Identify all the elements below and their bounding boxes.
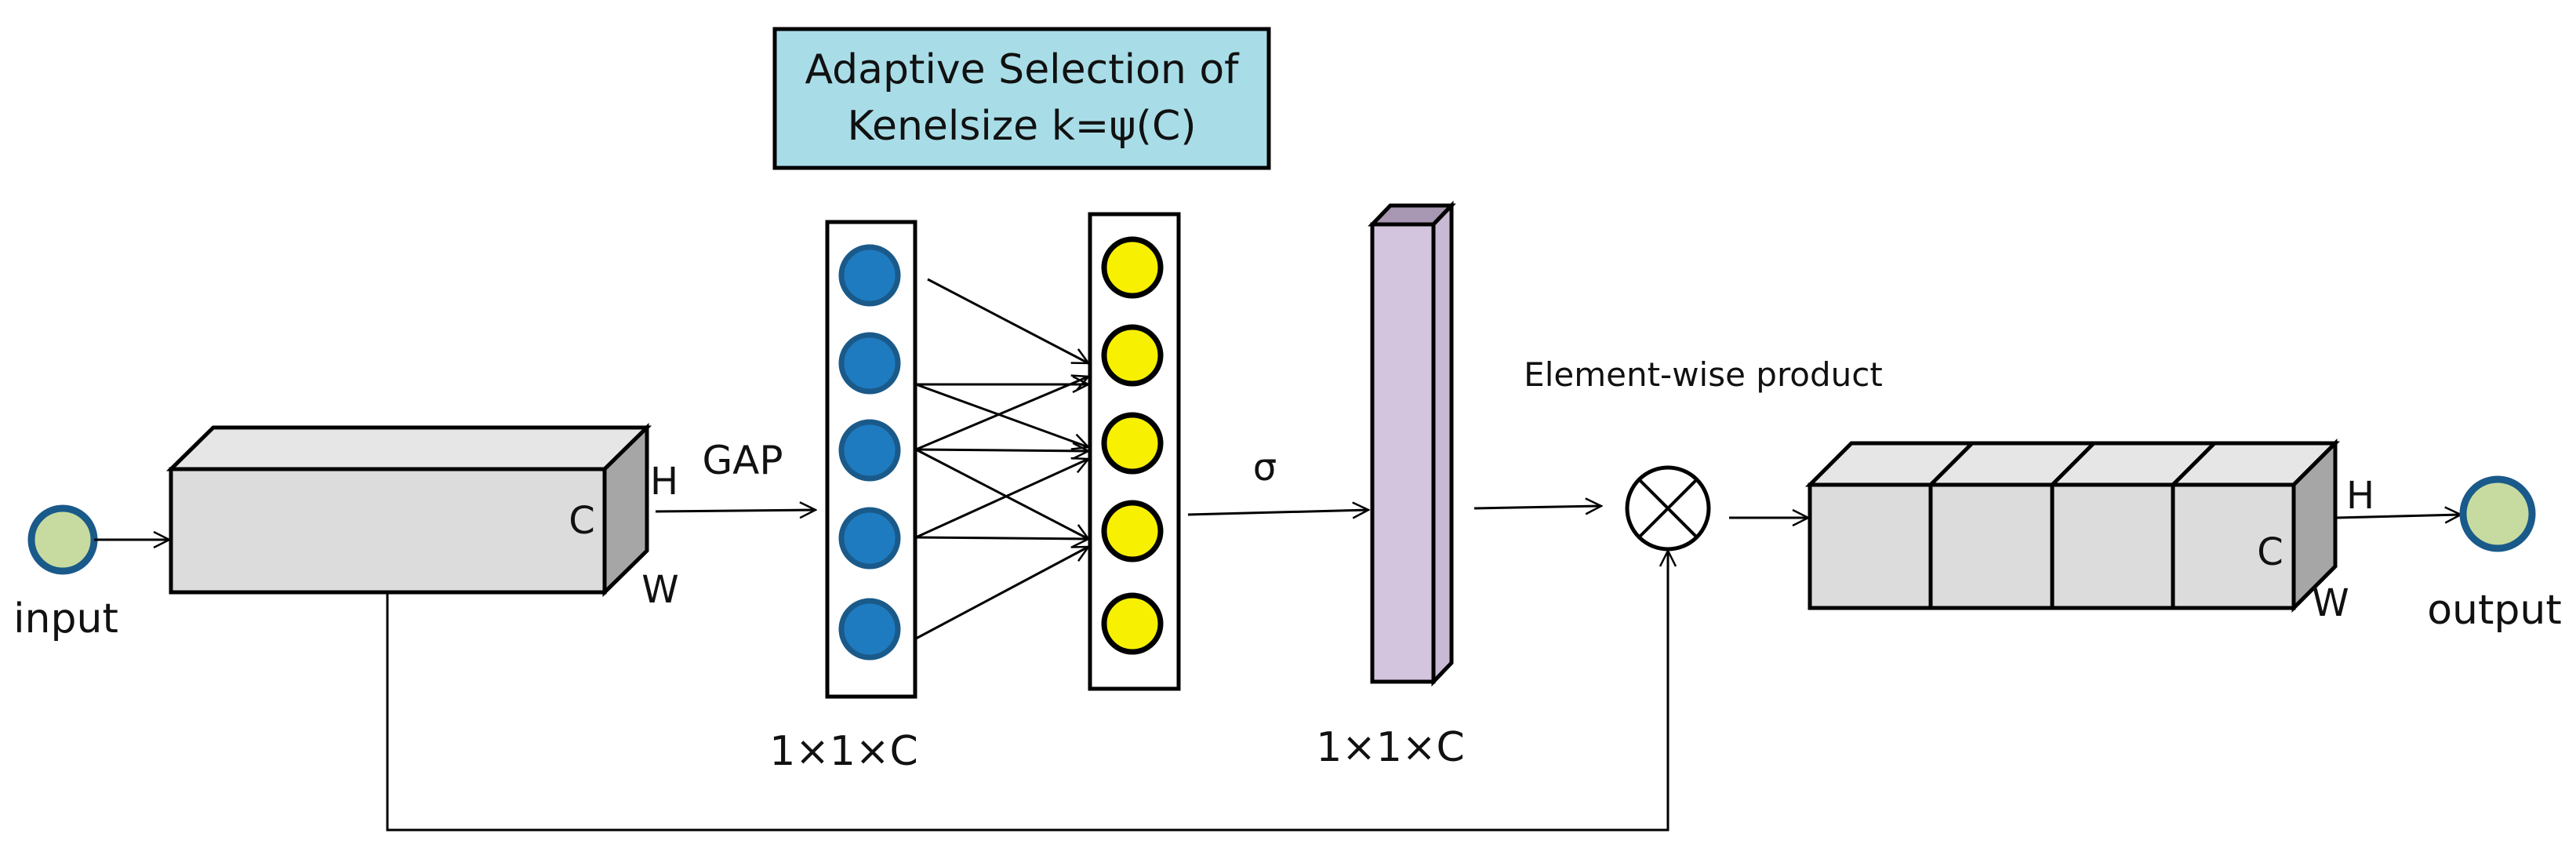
conv-node: [1101, 324, 1164, 387]
output-h-label: H: [2346, 474, 2374, 518]
gap-dim-label: 1×1×C: [769, 728, 918, 775]
weights-dim-label: 1×1×C: [1316, 724, 1465, 771]
input-c-label: C: [569, 499, 595, 543]
gap-node: [838, 244, 901, 307]
output-c-label: C: [2257, 530, 2284, 574]
output-label: output: [2427, 587, 2562, 634]
conv-node: [1101, 236, 1164, 299]
input-feature-cube: [165, 423, 652, 597]
weights-arrow: [1473, 506, 1601, 508]
output-node: [2459, 475, 2536, 552]
input-label: input: [13, 595, 118, 642]
conv-node: [1101, 500, 1164, 562]
conv1d-connections: [915, 278, 1088, 640]
multiply-icon: [1625, 465, 1711, 551]
gap-node: [838, 332, 901, 395]
kernel-size-line1: Adaptive Selection of: [805, 46, 1241, 93]
kernel-size-line2: Kenelsize k=ψ(C): [847, 103, 1196, 150]
conv-node: [1101, 412, 1164, 475]
channel-weights-bar: [1368, 200, 1456, 687]
skip-connection: [386, 551, 1668, 832]
output-arrow: [2336, 515, 2461, 518]
gap-node: [838, 507, 901, 570]
kernel-size-box: Adaptive Selection of Kenelsize k=ψ(C): [772, 27, 1271, 170]
input-h-label: H: [650, 460, 678, 504]
gap-node: [838, 598, 901, 661]
gap-vector-column: [825, 220, 917, 699]
output-w-label: W: [2312, 581, 2349, 625]
gap-arrow: [655, 510, 816, 511]
gap-label: GAP: [702, 438, 783, 483]
element-wise-label: Element-wise product: [1524, 355, 1883, 394]
sigma-label: σ: [1253, 446, 1277, 490]
input-w-label: W: [641, 568, 678, 612]
sigma-arrow: [1187, 510, 1368, 515]
gap-node: [838, 419, 901, 482]
input-node: [27, 504, 98, 575]
output-feature-cube: [1804, 438, 2341, 613]
conv-output-column: [1088, 212, 1181, 691]
conv-node: [1101, 592, 1164, 655]
